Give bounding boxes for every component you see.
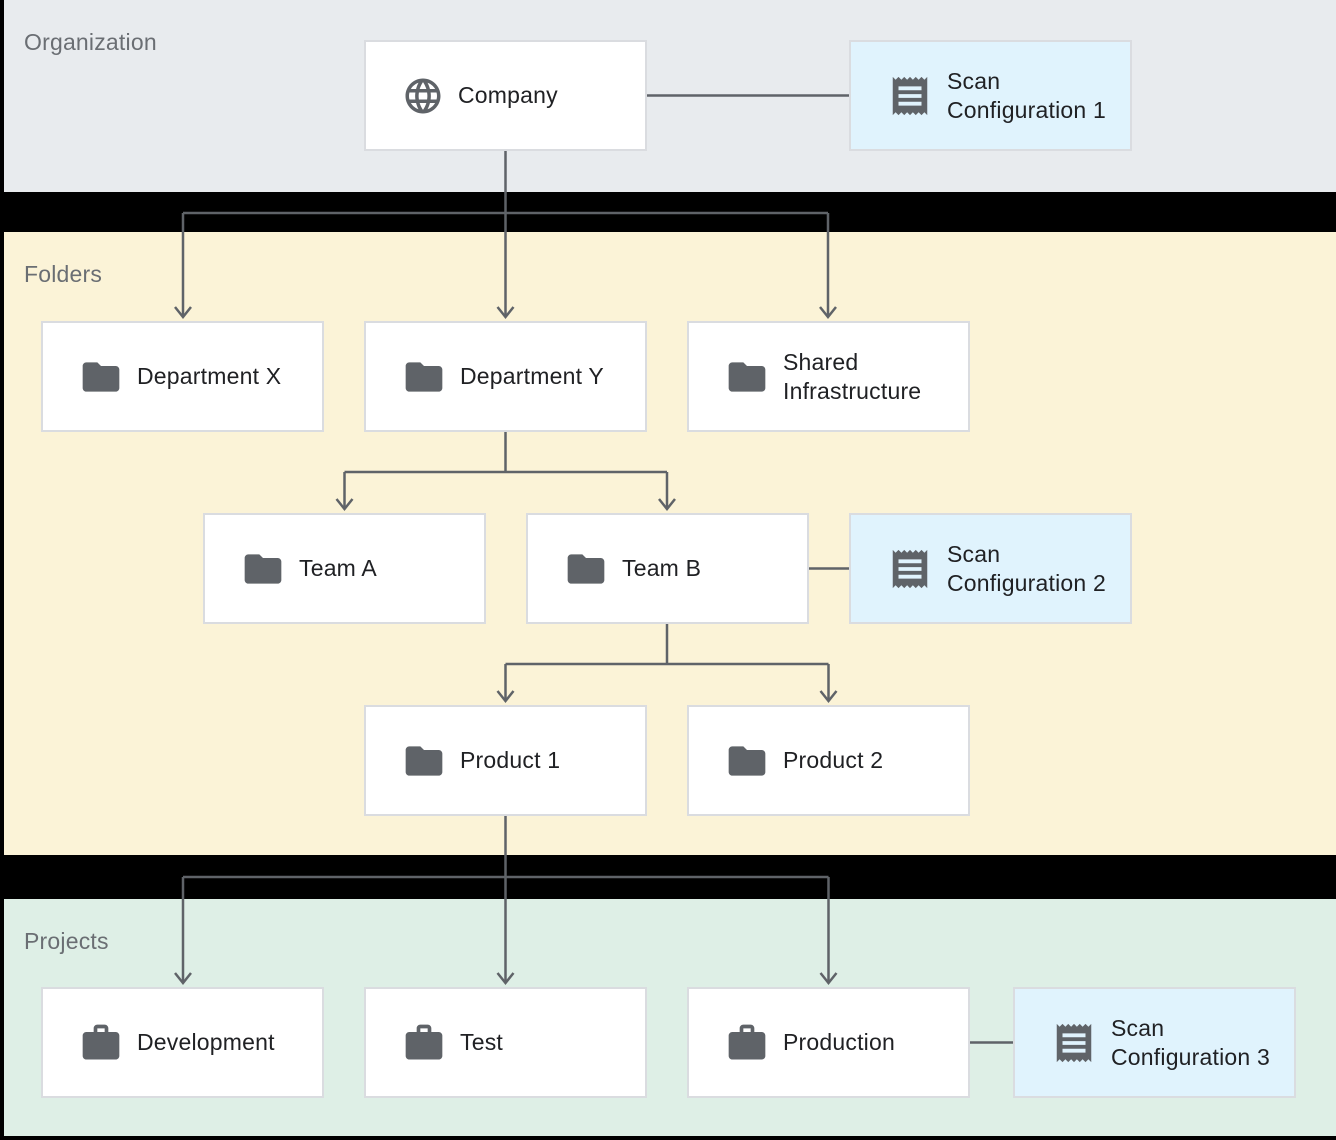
node-product-2-label: Product 2 xyxy=(783,747,884,773)
briefcase-icon xyxy=(725,1021,769,1065)
node-test-label: Test xyxy=(460,1029,503,1055)
node-test: Test xyxy=(364,987,647,1098)
node-product-1: Product 1 xyxy=(364,705,647,816)
folder-icon xyxy=(402,739,446,783)
receipt-icon xyxy=(887,546,933,592)
node-product-2: Product 2 xyxy=(687,705,970,816)
organization-band-label: Organization xyxy=(24,29,157,55)
briefcase-icon xyxy=(79,1021,123,1065)
projects-band-label: Projects xyxy=(24,928,109,954)
folder-icon xyxy=(725,355,769,399)
node-production-label: Production xyxy=(783,1029,895,1055)
folder-icon xyxy=(79,355,123,399)
node-team-b-label: Team B xyxy=(622,555,702,581)
node-team-a-label: Team A xyxy=(299,555,377,581)
node-team-b: Team B xyxy=(526,513,809,624)
node-shared-infrastructure: Shared Infrastructure xyxy=(687,321,970,432)
folder-icon xyxy=(725,739,769,783)
node-department-y: Department Y xyxy=(364,321,647,432)
node-scan-configuration-3: Scan Configuration 3 xyxy=(1013,987,1296,1098)
node-product-1-label: Product 1 xyxy=(460,747,561,773)
node-scan-configuration-1-label: Scan Configuration 1 xyxy=(947,67,1106,123)
folder-icon xyxy=(402,355,446,399)
node-scan-configuration-2: Scan Configuration 2 xyxy=(849,513,1132,624)
briefcase-icon xyxy=(402,1021,446,1065)
globe-icon xyxy=(402,75,444,117)
node-department-x-label: Department X xyxy=(137,363,282,389)
organization-band: Organization xyxy=(4,0,1336,192)
folder-icon xyxy=(241,547,285,591)
node-development: Development xyxy=(41,987,324,1098)
node-team-a: Team A xyxy=(203,513,486,624)
node-department-x: Department X xyxy=(41,321,324,432)
folders-band-label: Folders xyxy=(24,261,103,287)
folder-icon xyxy=(564,547,608,591)
node-company: Company xyxy=(364,40,647,151)
node-scan-configuration-3-label: Scan Configuration 3 xyxy=(1111,1014,1270,1070)
node-department-y-label: Department Y xyxy=(460,363,604,389)
receipt-icon xyxy=(887,73,933,119)
node-company-label: Company xyxy=(458,82,558,108)
node-development-label: Development xyxy=(137,1029,275,1055)
node-scan-configuration-2-label: Scan Configuration 2 xyxy=(947,540,1106,596)
node-scan-configuration-1: Scan Configuration 1 xyxy=(849,40,1132,151)
node-production: Production xyxy=(687,987,970,1098)
receipt-icon xyxy=(1051,1020,1097,1066)
node-shared-infrastructure-label: Shared Infrastructure xyxy=(783,348,922,404)
